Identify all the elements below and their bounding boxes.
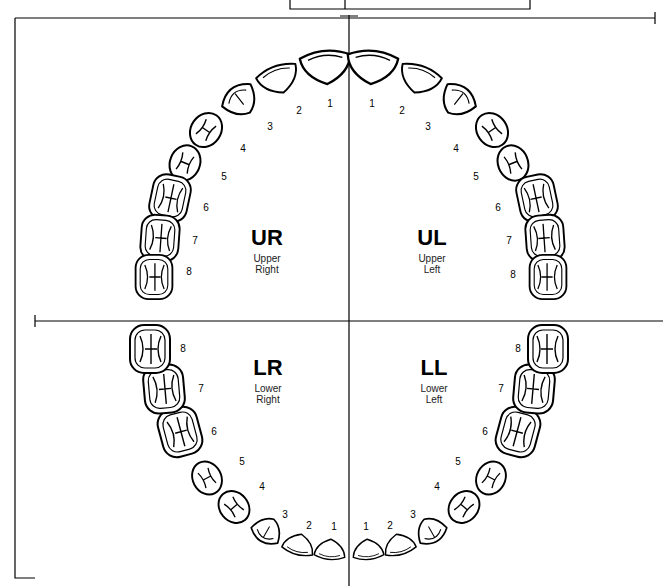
tooth-number: 6 [211,427,217,438]
tooth-number: 6 [495,203,501,214]
tooth-number: 4 [453,144,459,155]
tooth-number: 6 [482,427,488,438]
quadrant-label: LR [253,356,282,379]
quadrant-label: UR [251,226,283,249]
tooth-number: 1 [363,522,369,533]
quadrant-caption: Lower Right [254,384,281,405]
tooth-number: 7 [498,384,504,395]
tooth-number: 4 [259,482,265,493]
quadrant-label: UL [417,226,446,249]
tooth-number: 2 [399,106,405,117]
tooth-number: 2 [306,521,312,532]
tooth-number: 5 [455,457,461,468]
tooth-number: 4 [434,482,440,493]
tooth-number: 3 [425,122,431,133]
tooth-number: 8 [510,270,516,281]
tooth-number: 5 [473,172,479,183]
tooth-number: 3 [410,510,416,521]
tooth-number: 7 [198,384,204,395]
quadrant-caption: Upper Right [253,254,280,275]
tooth-number: 8 [515,344,521,355]
tooth-number: 8 [180,344,186,355]
tooth-number: 4 [240,144,246,155]
tooth-number: 1 [331,522,337,533]
tooth-number: 1 [369,99,375,110]
tooth-number: 8 [186,267,192,278]
tooth-number: 7 [192,236,198,247]
tooth-number: 1 [327,99,333,110]
tooth-number: 3 [267,122,273,133]
quadrant-caption: Upper Left [418,254,445,275]
quadrant-caption: Lower Left [420,384,447,405]
tooth-number: 5 [221,172,227,183]
tooth-number: 2 [387,521,393,532]
tooth-number: 5 [239,457,245,468]
tooth-number: 3 [282,510,288,521]
tooth-number: 7 [506,236,512,247]
tooth-number: 6 [203,203,209,214]
tooth-number: 2 [296,106,302,117]
quadrant-label: LL [421,356,448,379]
